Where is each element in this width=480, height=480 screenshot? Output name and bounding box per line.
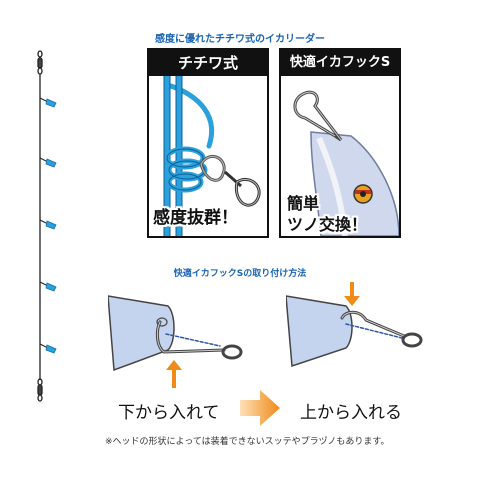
footnote: ※ヘッドの形状によっては装着できないスッテやプラヅノもあります。 (105, 437, 390, 447)
step1-illustration (108, 295, 243, 388)
step2-caption: 上から入れる (300, 403, 402, 423)
leader-rig-illustration (37, 50, 57, 402)
chichiwa-knot-illustration (163, 76, 261, 236)
next-step-arrow-icon (240, 390, 280, 426)
chichiwa-panel-title: チチワ式 (149, 50, 267, 76)
hook-label-line1: 簡単 (287, 194, 320, 213)
hook-panel: 快適イカフックS 簡単 ツノ交換！ (279, 48, 401, 238)
step1-caption: 下から入れて (118, 403, 220, 423)
arrow-up-icon (166, 360, 182, 388)
hook-label-line2: ツノ交換！ (287, 215, 368, 234)
howto-heading: 快適イカフックSの取り付け方法 (173, 269, 307, 279)
page-heading: 感度に優れたチチワ式のイカリーダー (155, 34, 325, 45)
step2-illustration (286, 282, 423, 368)
jig-eye-icon (353, 184, 373, 204)
chichiwa-panel: チチワ式 (147, 48, 269, 238)
arrow-down-icon (344, 282, 360, 306)
hook-panel-title: 快適イカフックS (281, 50, 399, 76)
chichiwa-label: 感度抜群！ (153, 208, 238, 228)
hook-jig-illustration (293, 90, 399, 236)
